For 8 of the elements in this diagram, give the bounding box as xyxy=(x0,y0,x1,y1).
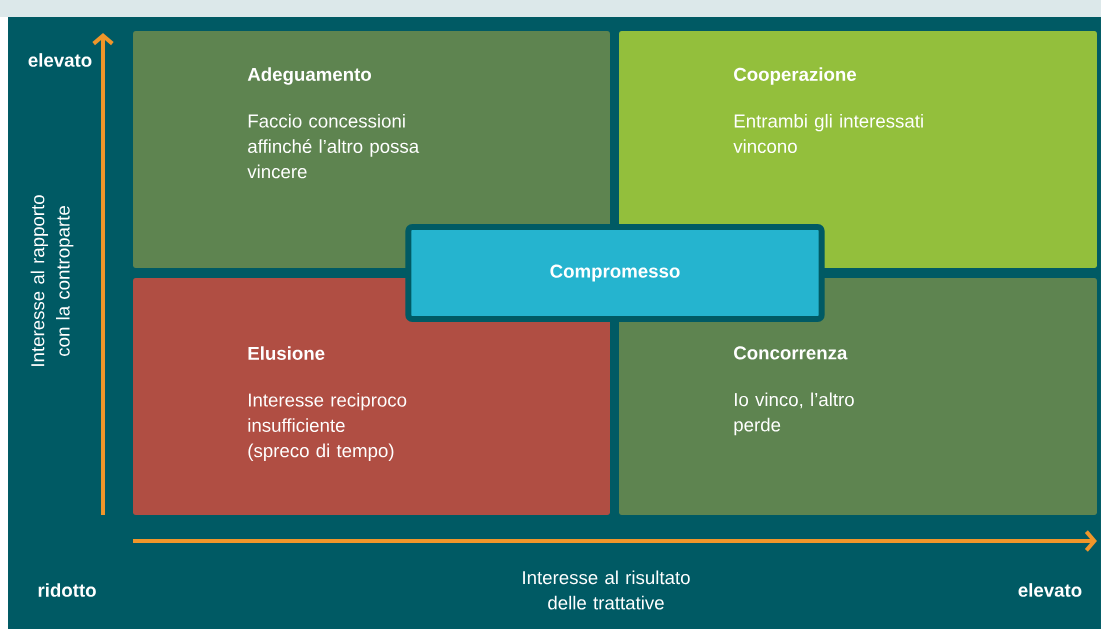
compromise-box: Compromesso xyxy=(405,224,825,322)
axis-title: Interesse al rapporto con la controparte xyxy=(30,195,74,366)
quadrant-box: Concorrenza Io vinco, l’altro perde xyxy=(619,278,1097,515)
axis-title: Interesse al risultato delle trattative xyxy=(523,570,690,610)
axis-end-label: ridotto xyxy=(38,583,96,597)
quadrant-box: Cooperazione Entrambi gli interessati vincono xyxy=(619,31,1097,268)
axis-end-label: elevato xyxy=(28,53,92,67)
axis-end-label: elevato xyxy=(1018,583,1082,597)
